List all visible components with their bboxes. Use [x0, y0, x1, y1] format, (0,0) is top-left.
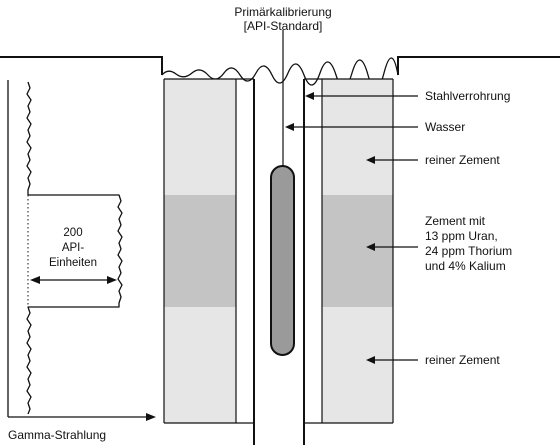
label-casing: Stahlverrohrung [425, 89, 510, 103]
api-scale-arrow [30, 276, 117, 284]
right-cement-pure-bottom [322, 307, 393, 423]
log-axis-label: Gamma-Strahlung [8, 428, 106, 442]
left-cement-doped [164, 195, 236, 307]
cement-top-arrow [366, 156, 418, 164]
gamma-log-trace [26, 81, 123, 415]
water-arrow [285, 123, 418, 131]
casing-arrow [305, 92, 418, 100]
label-cement-bottom: reiner Zement [425, 353, 500, 367]
left-cement-pure-bottom [164, 307, 236, 423]
title-line-2: [API-Standard] [244, 19, 323, 33]
api-scale-unit-1: API- [62, 242, 85, 254]
label-water: Wasser [425, 120, 465, 134]
cement-doped-arrow [366, 243, 418, 251]
calibration-probe [270, 165, 295, 356]
right-cement-doped [322, 195, 393, 307]
label-doped-line-3: 24 ppm Thorium [425, 244, 512, 258]
label-cement-top: reiner Zement [425, 153, 500, 167]
cement-bottom-arrow [366, 356, 418, 364]
water-surface [161, 57, 399, 90]
ground-surface-right [397, 56, 560, 75]
api-scale-value: 200 [63, 227, 82, 239]
label-doped-line-4: und 4% Kalium [425, 259, 506, 273]
left-cement-pure-top [164, 79, 236, 195]
api-scale-unit-2: Einheiten [49, 257, 97, 269]
label-doped-line-1: Zement mit [425, 214, 486, 228]
title-line-1: Primärkalibrierung [234, 5, 331, 19]
right-cement-pure-top [322, 79, 393, 195]
log-x-axis-arrowhead [146, 413, 156, 421]
label-doped-line-2: 13 ppm Uran, [425, 229, 498, 243]
ground-surface-left [0, 56, 163, 75]
